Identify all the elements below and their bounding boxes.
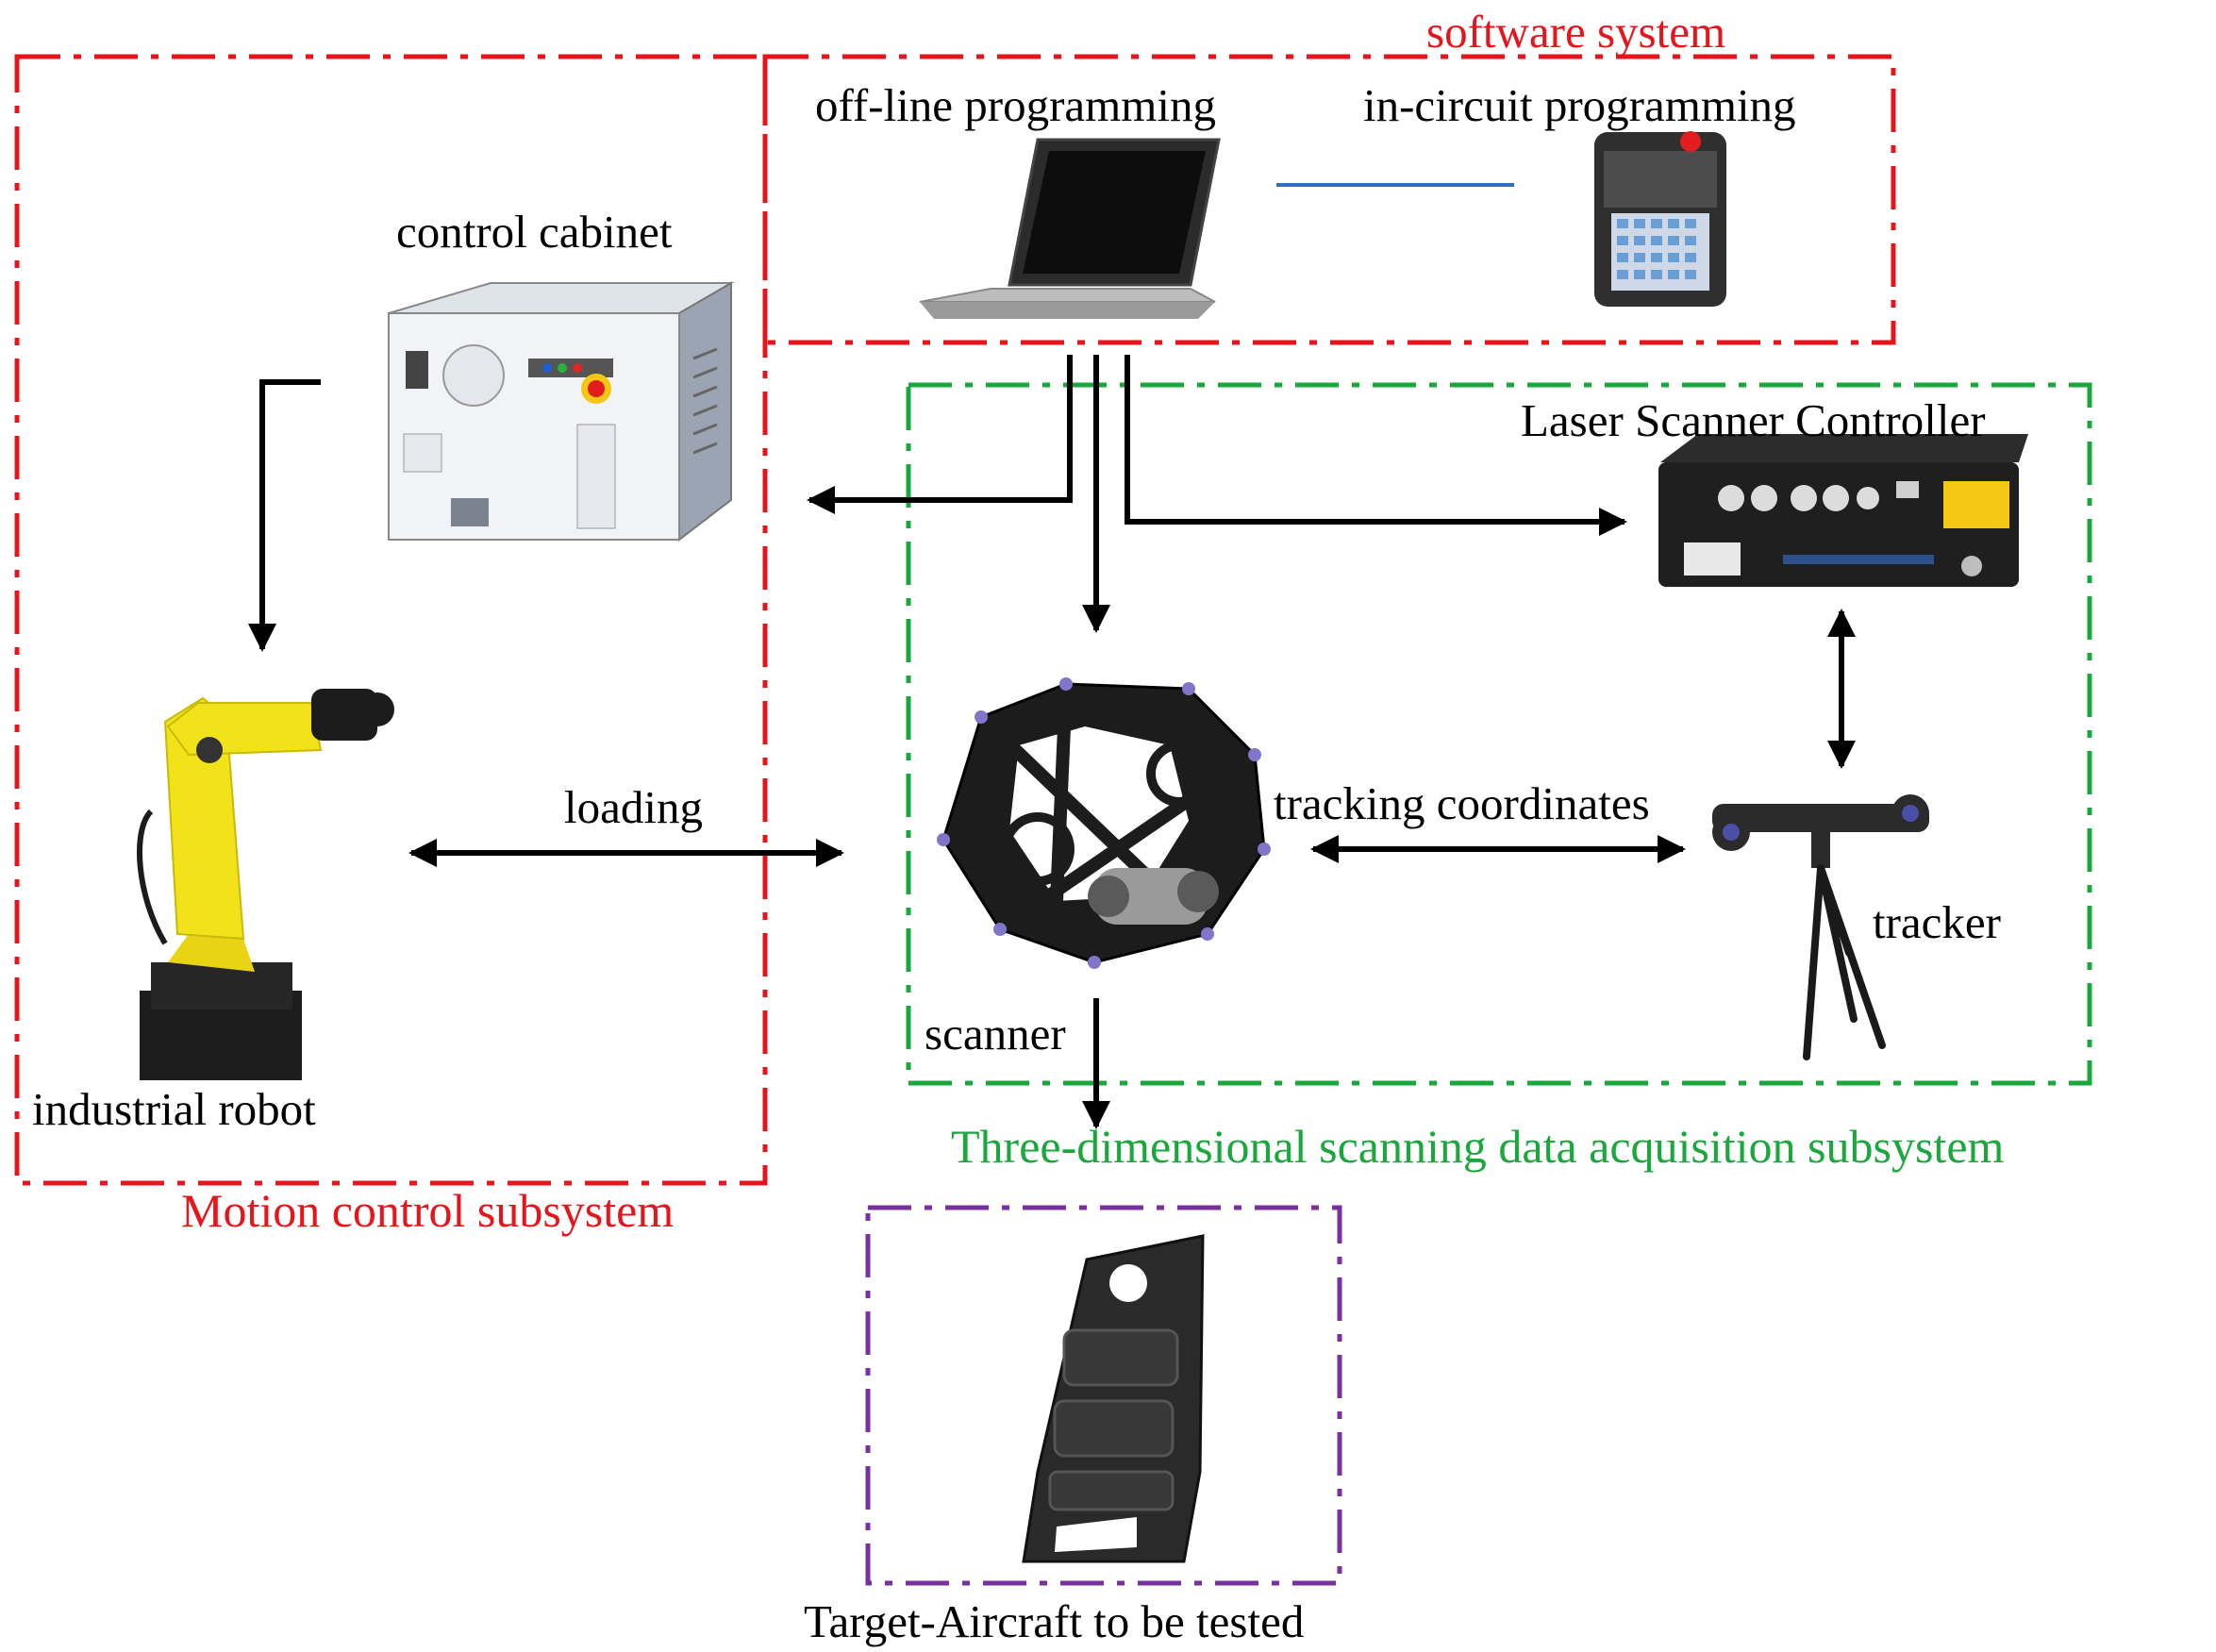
- incircuit-programming-label: in-circuit programming: [1363, 79, 1796, 131]
- target-label: Target-Aircraft to be tested: [804, 1595, 1304, 1647]
- offline-programming-label: off-line programming: [815, 79, 1216, 131]
- software-system-box: [762, 54, 1896, 345]
- scanning-subsystem-box: [906, 382, 2092, 1086]
- laptop-icon: [919, 138, 1221, 319]
- control-cabinet-icon: [388, 281, 735, 542]
- tracker-label: tracker: [1873, 896, 2001, 948]
- tracking-coordinates-label: tracking coordinates: [1274, 777, 1650, 829]
- loading-label: loading: [564, 781, 703, 833]
- three-d-subsystem-label: Three-dimensional scanning data acquisit…: [951, 1120, 2005, 1173]
- motion-control-subsystem-label: Motion control subsystem: [181, 1184, 674, 1237]
- industrial-robot-icon: [137, 689, 394, 1080]
- scanner-label: scanner: [925, 1008, 1066, 1060]
- laptop-to-cabinet-arrow: [807, 355, 1073, 514]
- laser-scanner-controller-icon: [1658, 434, 2028, 587]
- teach-pendant-icon: [1594, 131, 1726, 307]
- laser-scanner-controller-label: Laser Scanner Controller: [1521, 394, 1986, 446]
- laptop-to-controller-arrow: [1125, 355, 1627, 536]
- target-box: [865, 1205, 1342, 1586]
- scanner-icon: [937, 677, 1271, 969]
- motion-control-box: [14, 54, 768, 1186]
- tracker-icon: [1712, 794, 1929, 1060]
- cabinet-to-robot-arrow: [248, 379, 321, 652]
- control-cabinet-label: control cabinet: [396, 206, 673, 258]
- software-system-label: software system: [1426, 6, 1725, 58]
- aircraft-part-icon: [1022, 1234, 1205, 1563]
- industrial-robot-label: industrial robot: [32, 1083, 316, 1135]
